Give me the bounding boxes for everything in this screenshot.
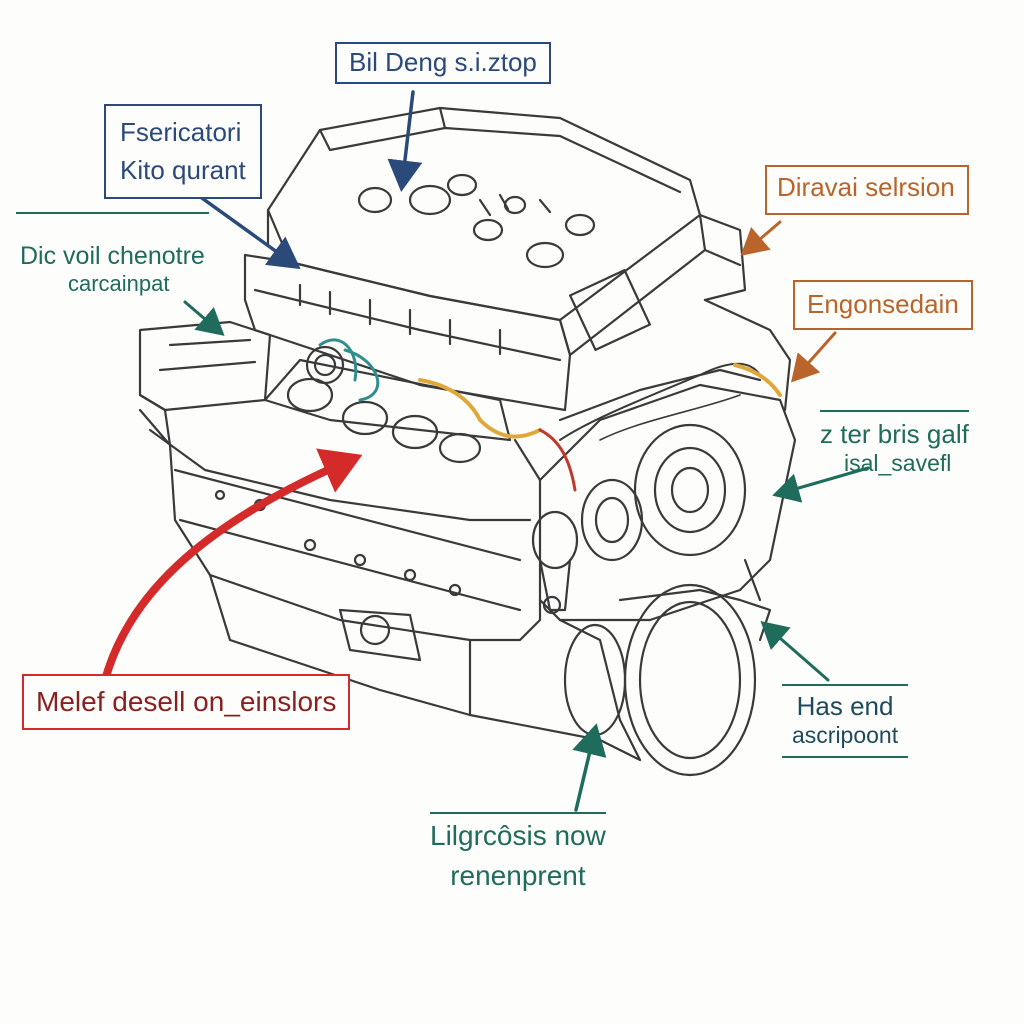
wiring-harness: [318, 338, 782, 492]
label-left: Dic voil chenotre carcainpat: [16, 212, 209, 300]
valve-cover: [266, 106, 702, 322]
label-bottom-right: Has end ascripoont: [782, 684, 909, 759]
label-bottom-right-line1: Has end: [796, 691, 894, 721]
arrow-bottom-right: [760, 621, 830, 682]
label-bottom-left-text: Melef desell on_einslors: [36, 686, 337, 717]
arrow-bottom: [572, 723, 607, 812]
label-top: Bil Deng s.i.ztop: [335, 42, 551, 84]
arrow-left: [183, 300, 225, 336]
label-right-line2: isal_savefl: [844, 449, 952, 476]
label-right-line1: z ter bris galf: [820, 419, 969, 449]
label-top-text: Bil Deng s.i.ztop: [349, 47, 537, 77]
label-bottom-left: Melef desell on_einslors: [22, 674, 351, 731]
engine-block: [138, 106, 797, 777]
label-right: z ter bris galf isal_savefl: [820, 410, 969, 476]
arrow-red: [101, 448, 363, 684]
label-right-top: Diravai selrsion: [765, 165, 969, 215]
label-bottom-line1: Lilgrcôsis now: [430, 820, 606, 851]
label-upper-left: Fsericatori Kito qurant: [104, 104, 262, 200]
label-left-line1: Dic voil chenotre: [20, 242, 205, 270]
crank-pulley: [623, 583, 757, 777]
timing-cover: [538, 383, 797, 622]
engine-block-lower: [138, 408, 542, 642]
label-upper-left-line1: Fsericatori: [120, 117, 242, 147]
label-bottom-line2: renenprent: [450, 860, 586, 892]
arrow-top: [387, 90, 423, 192]
label-right-mid-text: Engonsedain: [807, 289, 959, 319]
arrow-upper-left: [186, 186, 301, 270]
arrow-right-mid: [791, 331, 837, 383]
label-right-top-text: Diravai selrsion: [777, 172, 955, 202]
arrow-right-top: [740, 220, 782, 256]
label-right-mid: Engonsedain: [793, 280, 973, 330]
cylinder-head: [243, 253, 572, 412]
oil-pan: [208, 573, 642, 762]
label-bottom-right-line2: ascripoont: [792, 721, 899, 748]
arrow-right: [772, 466, 870, 503]
label-bottom: Lilgrcôsis now renenprent: [430, 812, 606, 892]
label-upper-left-line2: Kito qurant: [120, 154, 246, 185]
callout-arrows: [101, 90, 870, 812]
label-left-line2: carcainpat: [68, 270, 170, 296]
